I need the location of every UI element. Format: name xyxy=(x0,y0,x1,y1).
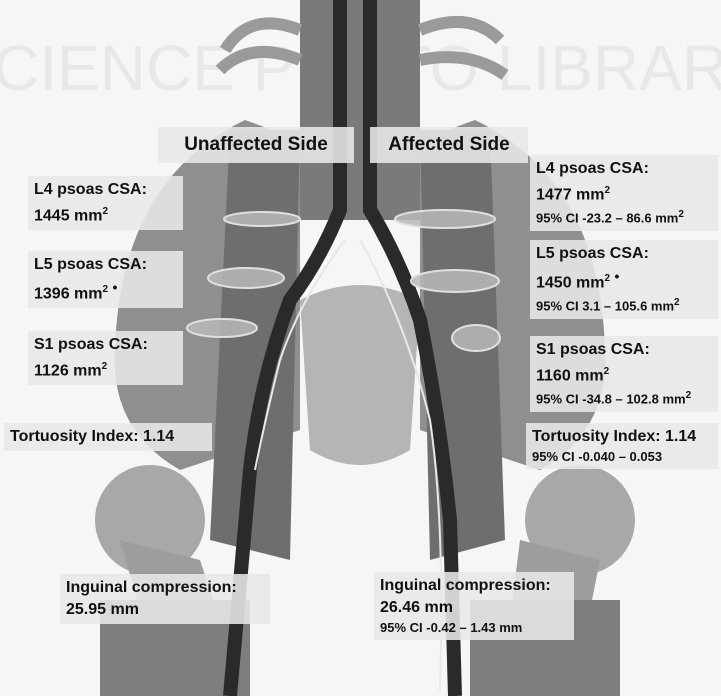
affected-inguinal-label: Inguinal compression: 26.46 mm 95% CI -0… xyxy=(374,572,574,640)
affected-l5-title: L5 psoas CSA: xyxy=(536,243,712,265)
affected-s1-ci: 95% CI -34.8 – 102.8 mm2 xyxy=(536,387,712,408)
sacrum xyxy=(300,285,420,465)
unaffected-inguinal-label: Inguinal compression: 25.95 mm xyxy=(60,574,270,624)
affected-l4-ci: 95% CI -23.2 – 86.6 mm2 xyxy=(536,206,712,227)
unaffected-s1-title: S1 psoas CSA: xyxy=(34,334,177,356)
affected-tortuosity-title: Tortuosity Index: 1.14 xyxy=(532,426,712,448)
significance-marker: • xyxy=(615,268,620,284)
ellipse-l5-unaffected xyxy=(208,268,284,288)
affected-s1-label: S1 psoas CSA: 1160 mm2 95% CI -34.8 – 10… xyxy=(530,336,718,412)
ellipse-l5-affected xyxy=(411,270,499,292)
unaffected-side-header: Unaffected Side xyxy=(158,127,354,163)
affected-l4-value: 1477 mm2 xyxy=(536,180,712,206)
affected-l5-label: L5 psoas CSA: 1450 mm2 • 95% CI 3.1 – 10… xyxy=(530,240,718,319)
affected-s1-title: S1 psoas CSA: xyxy=(536,339,712,361)
affected-s1-value: 1160 mm2 xyxy=(536,361,712,387)
unaffected-l4-title: L4 psoas CSA: xyxy=(34,179,177,201)
unaffected-l5-label: L5 psoas CSA: 1396 mm2 • xyxy=(28,251,183,308)
unaffected-l4-label: L4 psoas CSA: 1445 mm2 xyxy=(28,176,183,230)
ellipse-l4-affected xyxy=(395,210,495,228)
unaffected-s1-value: 1126 mm2 xyxy=(34,356,177,382)
affected-tortuosity-ci: 95% CI -0.040 – 0.053 xyxy=(532,448,712,466)
unaffected-inguinal-title: Inguinal compression: xyxy=(66,577,264,599)
spine xyxy=(300,0,420,220)
affected-l4-label: L4 psoas CSA: 1477 mm2 95% CI -23.2 – 86… xyxy=(530,155,718,231)
unaffected-inguinal-value: 25.95 mm xyxy=(66,599,264,621)
affected-l5-value: 1450 mm2 • xyxy=(536,265,712,294)
unaffected-l5-value: 1396 mm2 • xyxy=(34,276,177,305)
affected-l4-title: L4 psoas CSA: xyxy=(536,158,712,180)
unaffected-tortuosity-label: Tortuosity Index: 1.14 xyxy=(4,423,212,451)
affected-inguinal-ci: 95% CI -0.42 – 1.43 mm xyxy=(380,619,568,637)
ellipse-l4-unaffected xyxy=(224,212,300,226)
unaffected-l5-title: L5 psoas CSA: xyxy=(34,254,177,276)
affected-l5-ci: 95% CI 3.1 – 105.6 mm2 xyxy=(536,294,712,315)
affected-inguinal-title: Inguinal compression: xyxy=(380,575,568,597)
unaffected-s1-label: S1 psoas CSA: 1126 mm2 xyxy=(28,331,183,385)
affected-tortuosity-label: Tortuosity Index: 1.14 95% CI -0.040 – 0… xyxy=(526,423,718,469)
ellipse-s1-unaffected xyxy=(187,319,257,337)
affected-inguinal-value: 26.46 mm xyxy=(380,597,568,619)
unaffected-l4-value: 1445 mm2 xyxy=(34,201,177,227)
significance-marker: • xyxy=(113,279,118,295)
ellipse-s1-affected xyxy=(452,325,500,351)
affected-side-header: Affected Side xyxy=(370,127,528,163)
